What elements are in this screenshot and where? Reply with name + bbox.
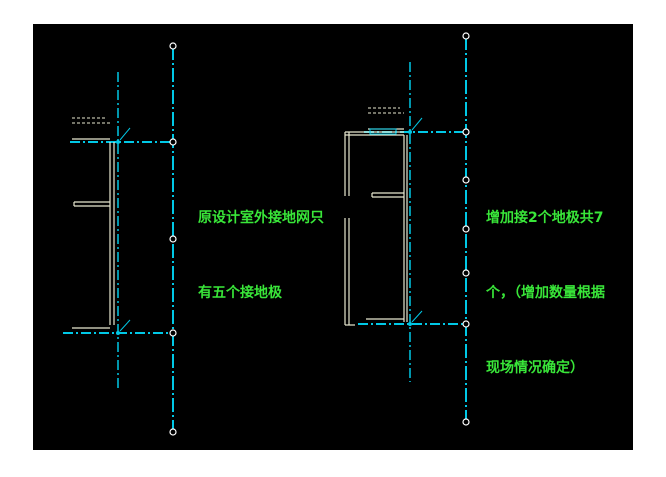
ground-electrode [169, 138, 177, 146]
junction-dot [408, 130, 412, 134]
ground-electrode [462, 128, 470, 136]
junction-dot [408, 322, 412, 326]
original-design-plan [63, 42, 177, 436]
note-line: 个，（增加数量根据 [486, 285, 605, 301]
ground-electrode [169, 42, 177, 50]
ground-electrode [169, 428, 177, 436]
cad-drawing-canvas [33, 24, 633, 450]
note-line: 增加接2个地极共7 [486, 210, 604, 226]
note-line: 原设计室外接地网只 [198, 210, 324, 226]
leader-tick [119, 127, 131, 141]
ground-electrode [462, 418, 470, 426]
junction-dot [116, 140, 120, 144]
ground-electrode [462, 269, 470, 277]
original-design-note: 原设计室外接地网只 有五个接地极 [198, 156, 324, 331]
ground-electrode [462, 32, 470, 40]
leader-tick [411, 117, 423, 131]
leader-tick [411, 310, 423, 323]
modified-design-plan [344, 32, 470, 426]
note-line: 有五个接地极 [198, 285, 282, 301]
ground-electrode [169, 329, 177, 337]
junction-dot [116, 331, 120, 335]
ground-electrode [169, 235, 177, 243]
modified-design-note: 增加接2个地极共7 个，（增加数量根据 现场情况确定） [486, 156, 605, 406]
leader-tick [119, 319, 131, 332]
ground-electrode [462, 225, 470, 233]
note-line: 现场情况确定） [486, 360, 584, 376]
door-marker [369, 128, 397, 135]
ground-electrode [462, 320, 470, 328]
ground-electrode [462, 176, 470, 184]
